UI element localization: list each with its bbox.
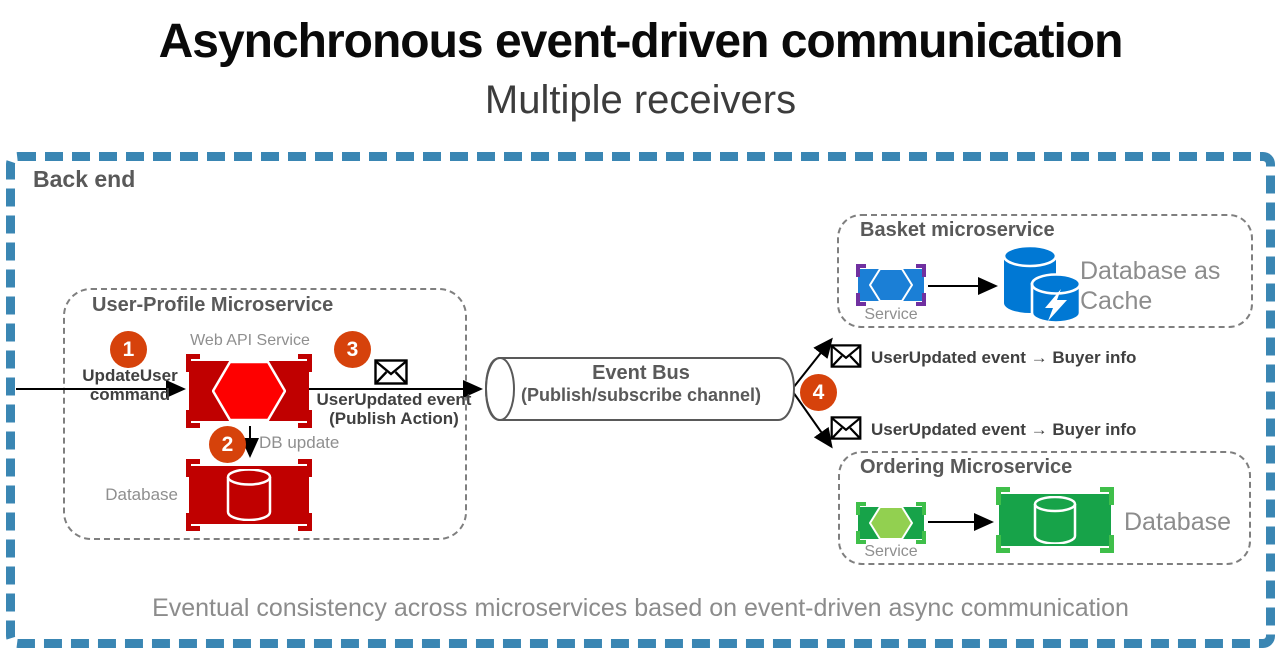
bracket-icon [186,410,200,428]
bracket-icon [186,513,200,531]
user-profile-database-label: Database [105,485,178,504]
basket-database-label: Database as Cache [1080,257,1221,315]
bracket-icon [186,459,200,477]
step-3-badge: 3 [334,331,371,368]
step-2-badge: 2 [209,426,246,463]
page-title: Asynchronous event-driven communication [158,15,1124,68]
event-bus-label: Event Bus (Publish/subscribe channel) [495,362,787,406]
envelope-icon [830,416,862,440]
web-api-service-label: Web API Service [190,332,310,349]
db-update-label: DB update [259,433,340,452]
basket-service-label: Service [864,306,918,323]
step-1-badge: 1 [110,331,147,368]
bracket-icon [856,531,866,544]
user-profile-microservice-box [63,288,467,540]
event-bus-title: Event Bus [592,362,690,384]
step-4-badge: 4 [800,374,837,411]
ordering-title: Ordering Microservice [860,456,1073,478]
backend-boundary-box [6,152,1275,648]
bracket-icon [856,264,866,277]
bracket-icon [1100,535,1114,553]
bracket-icon [996,535,1010,553]
redis-cache-icon [1002,244,1082,324]
basket-microservice-box [837,214,1253,328]
web-api-service-box [186,354,312,428]
bracket-icon [1100,487,1114,505]
bracket-icon [916,531,926,544]
database-cylinder-icon [1033,496,1077,544]
database-cylinder-icon [226,469,272,521]
ordering-service-box [856,502,926,544]
hexagon-service-icon [869,506,913,540]
bracket-icon [298,459,312,477]
envelope-icon [374,359,408,385]
bracket-icon [916,293,926,306]
ordering-database-label: Database [1124,508,1232,536]
ordering-database-body [999,494,1111,546]
bracket-icon [298,410,312,428]
bracket-icon [996,487,1010,505]
basket-event-label: UserUpdated event → Buyer info [871,348,1137,367]
update-user-command-line2: command [89,385,171,404]
page-subtitle: Multiple receivers [484,78,797,122]
user-updated-event-line2: (Publish Action) [329,409,459,428]
update-user-command-line1: UpdateUser [82,366,178,385]
ordering-microservice-box [838,451,1251,565]
ordering-database-box [996,487,1114,553]
bracket-icon [916,502,926,515]
basket-title: Basket microservice [860,219,1055,241]
user-updated-event-line1: UserUpdated event [316,390,472,409]
event-bus-cylinder-icon [484,357,796,421]
update-user-command-label: UpdateUser command [55,366,205,404]
backend-label: Back end [33,166,136,192]
ordering-event-label: UserUpdated event → Buyer info [871,420,1137,439]
user-profile-database-body [189,466,309,524]
bracket-icon [186,354,200,372]
footer-note: Eventual consistency across microservice… [152,594,1129,622]
bracket-icon [298,513,312,531]
user-profile-title: User-Profile Microservice [92,294,334,316]
bracket-icon [856,293,866,306]
bracket-icon [298,354,312,372]
hexagon-service-icon [212,361,286,421]
hexagon-service-icon [869,268,913,302]
envelope-icon [830,344,862,368]
user-updated-event-label: UserUpdated event (Publish Action) [310,390,478,428]
bracket-icon [856,502,866,515]
user-profile-database-box [186,459,312,531]
ordering-service-label: Service [864,543,918,560]
event-bus-subtitle: (Publish/subscribe channel) [520,385,762,405]
basket-service-box [856,264,926,306]
bracket-icon [916,264,926,277]
